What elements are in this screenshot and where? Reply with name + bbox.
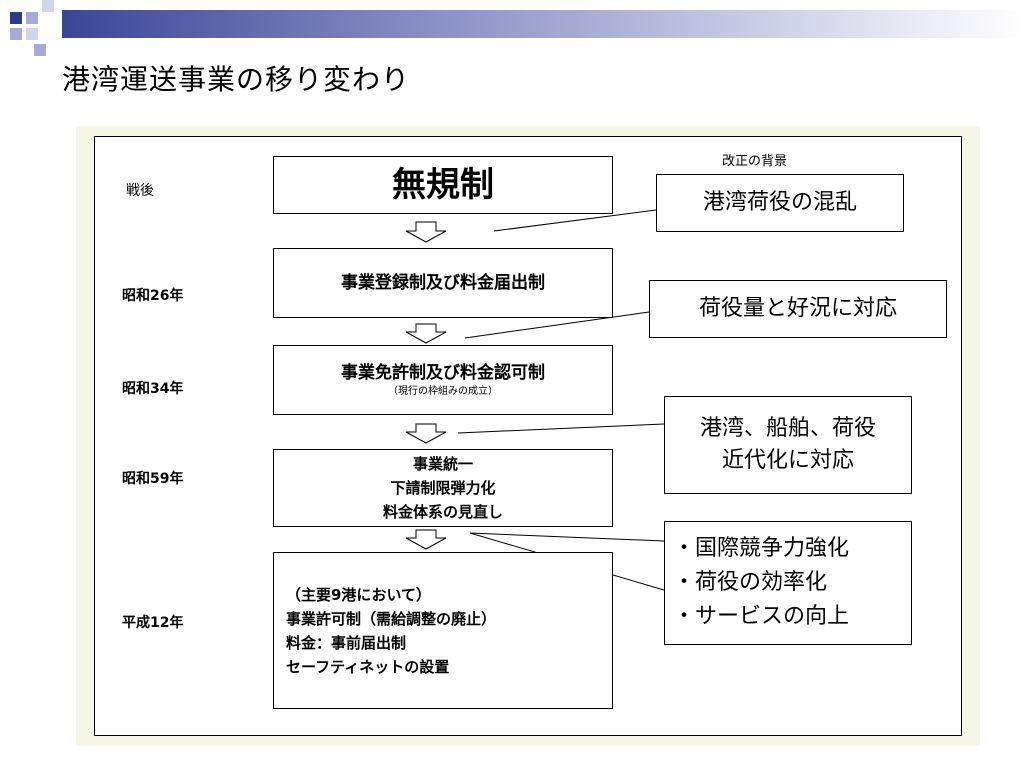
era-label-h12: 平成12年 [122, 615, 184, 631]
corner-square-light-4 [42, 0, 54, 12]
reason-bullet: ・サービスの向上 [673, 604, 850, 629]
connector-line-1 [493, 209, 657, 232]
era-label-s59: 昭和59年 [122, 471, 184, 487]
corner-square-dark-1 [10, 12, 22, 24]
stage-note-license: （現行の枠組みの成立） [388, 386, 498, 397]
connector-line-4a [469, 532, 665, 542]
reason-text: 港湾、船舶、荷役 [699, 416, 876, 441]
reason-box-competitiveness: ・国際競争力強化 ・荷役の効率化 ・サービスの向上 [664, 521, 912, 645]
reason-bullet: ・国際競争力強化 [673, 536, 850, 561]
down-arrow-2 [405, 323, 447, 344]
corner-square-light-5 [34, 44, 46, 56]
connector-line-2 [464, 311, 650, 339]
reason-bullet: ・荷役の効率化 [673, 570, 828, 595]
stage-line: 下請制限弾力化 [390, 479, 496, 497]
corner-square-light-3 [26, 28, 38, 40]
reason-box-confusion: 港湾荷役の混乱 [656, 174, 904, 232]
stage-line: （主要9港において） [286, 585, 431, 604]
stage-box-unregulated: 無規制 [273, 156, 613, 214]
era-label-s26: 昭和26年 [122, 288, 184, 304]
background-header: 改正の背景 [722, 154, 788, 169]
stage-line: 事業許可制（需給調整の廃止） [286, 609, 497, 628]
down-arrow-4 [405, 529, 447, 550]
corner-square-light-1 [26, 12, 38, 24]
stage-title-license: 事業免許制及び料金認可制 [341, 363, 545, 383]
header-gradient-bar [62, 10, 1024, 38]
stage-box-permit: （主要9港において） 事業許可制（需給調整の廃止） 料金：事前届出制 セーフティ… [273, 552, 613, 709]
stage-title-registration: 事業登録制及び料金届出制 [341, 273, 545, 293]
era-label-postwar: 戦後 [126, 183, 154, 199]
page-title: 港湾運送事業の移り変わり [62, 63, 411, 96]
down-arrow-3 [405, 423, 447, 444]
stage-box-registration: 事業登録制及び料金届出制 [273, 248, 613, 318]
stage-line: 料金：事前届出制 [286, 633, 407, 652]
stage-line: 料金体系の見直し [382, 503, 503, 521]
era-label-s34: 昭和34年 [122, 381, 184, 397]
reason-text: 荷役量と好況に対応 [698, 296, 897, 321]
stage-box-unification: 事業統一 下請制限弾力化 料金体系の見直し [273, 449, 613, 527]
stage-box-license: 事業免許制及び料金認可制 （現行の枠組みの成立） [273, 345, 613, 415]
connector-line-3 [457, 423, 665, 434]
stage-title-unregulated: 無規制 [392, 165, 494, 205]
corner-square-light-2 [10, 28, 22, 40]
reason-box-volume: 荷役量と好況に対応 [649, 280, 947, 338]
reason-box-modernization: 港湾、船舶、荷役 近代化に対応 [664, 396, 912, 494]
reason-text: 近代化に対応 [721, 448, 854, 473]
stage-line: 事業統一 [412, 455, 473, 473]
reason-text: 港湾荷役の混乱 [702, 190, 857, 215]
stage-line: セーフティネットの設置 [286, 657, 450, 676]
down-arrow-1 [405, 221, 447, 243]
